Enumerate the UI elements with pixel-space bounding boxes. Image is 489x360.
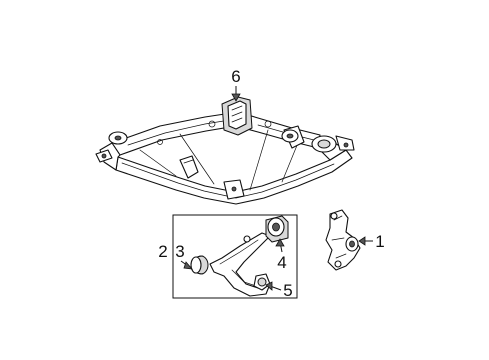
leader-3-arrow (183, 261, 193, 270)
steering-knuckle (325, 209, 361, 271)
leader-5-arrow (265, 281, 273, 291)
control-arm (209, 232, 271, 297)
callout-4: 4 (277, 253, 286, 272)
callout-5: 5 (283, 281, 292, 300)
front-bushing (190, 255, 209, 275)
callout-1: 1 (375, 232, 384, 251)
callout-3: 3 (175, 242, 184, 261)
rear-bushing (265, 215, 289, 243)
ball-joint (253, 273, 271, 291)
leader-4-arrow (275, 238, 285, 247)
callout-6: 6 (231, 67, 240, 86)
control-arm-box (172, 214, 298, 299)
callout-2: 2 (158, 242, 167, 261)
leader-6-arrow (231, 93, 241, 102)
engine-cradle (95, 96, 355, 205)
leader-1-arrow (358, 236, 366, 246)
